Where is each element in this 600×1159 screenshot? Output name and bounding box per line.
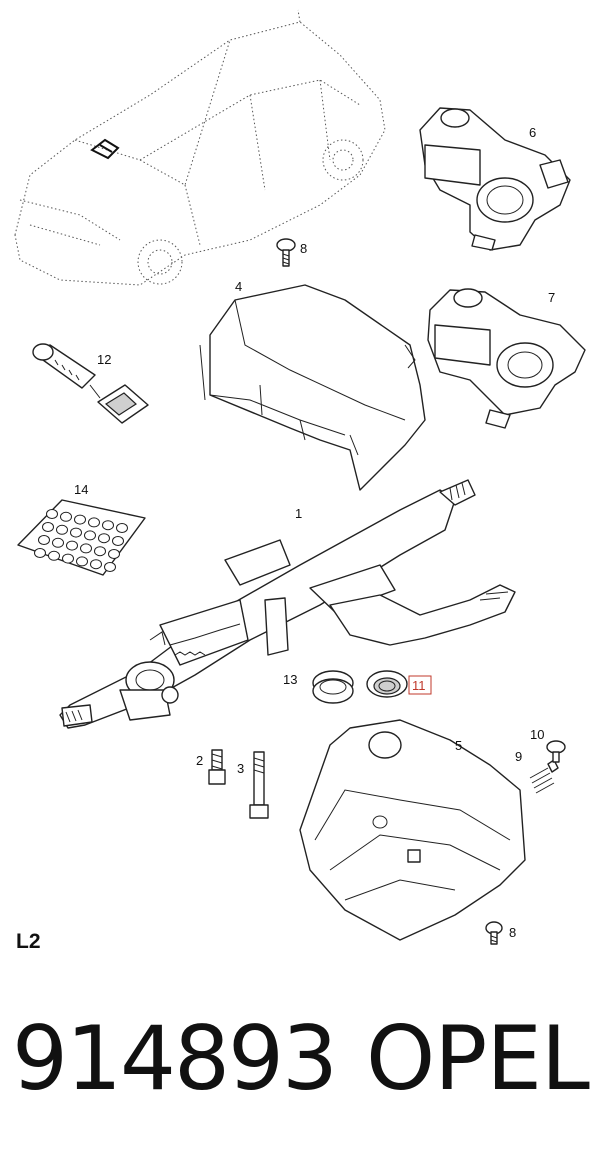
- part-number: 914893: [12, 1007, 338, 1110]
- callout-8-top: 8: [300, 241, 307, 256]
- callout-labels: 1 2 3 4 5 6 7 8 8 9 10 11 12 13 14: [74, 125, 555, 940]
- sticker-dot: [52, 537, 64, 548]
- parts-exploded-diagram: 1 2 3 4 5 6 7 8 8 9 10 11 12 13 14: [14, 9, 586, 945]
- sticker-dot: [38, 535, 50, 545]
- sticker-dot: [60, 511, 72, 522]
- sticker-dot: [84, 530, 96, 541]
- spring-part-9: [529, 759, 559, 794]
- ring-part-13: [312, 670, 354, 704]
- callout-8-bottom: 8: [509, 925, 516, 940]
- sticker-dot: [80, 543, 92, 554]
- lower-shroud-part-5: [299, 719, 526, 941]
- sticker-dot: [34, 548, 46, 558]
- callout-14: 14: [74, 482, 88, 497]
- lock-cylinder-key-part-12: [32, 343, 149, 424]
- sticker-dot: [42, 522, 54, 532]
- sticker-dot: [88, 517, 100, 528]
- callout-11: 11: [412, 678, 426, 693]
- bolt-part-3: [249, 751, 269, 819]
- sticker-dot: [90, 559, 102, 570]
- callout-13: 13: [283, 672, 297, 687]
- sticker-dot: [56, 524, 68, 535]
- callout-9: 9: [515, 749, 522, 764]
- callout-5: 5: [455, 738, 462, 753]
- callout-3: 3: [237, 761, 244, 776]
- screw-part-8-top: [276, 238, 296, 267]
- ignition-housing-part-6: [419, 107, 571, 251]
- callout-2: 2: [196, 753, 203, 768]
- upper-shroud-part-4: [199, 284, 426, 491]
- sticker-dot: [94, 546, 106, 557]
- sticker-dot: [70, 527, 82, 538]
- sticker-sheet-part-14: [17, 499, 146, 576]
- sticker-dot: [66, 540, 78, 551]
- pin-part-10: [546, 740, 566, 763]
- callout-10: 10: [530, 727, 544, 742]
- screw-part-8-bottom: [485, 921, 503, 945]
- sticker-dot: [46, 509, 58, 519]
- callout-4: 4: [235, 279, 242, 294]
- callout-12: 12: [97, 352, 111, 367]
- sticker-dot: [76, 556, 88, 567]
- callout-11-highlight-box: [408, 675, 432, 695]
- sticker-dot: [74, 514, 86, 525]
- brand-name: OPEL: [366, 1007, 590, 1110]
- sticker-dot: [48, 550, 60, 561]
- callout-7: 7: [548, 290, 555, 305]
- ring-part-11: [366, 670, 408, 698]
- sticker-dot: [102, 520, 114, 531]
- steering-column-part-1: [59, 479, 516, 729]
- sticker-dot: [112, 536, 124, 546]
- sticker-dot: [108, 549, 120, 559]
- bolt-part-2: [208, 749, 226, 785]
- callout-6: 6: [529, 125, 536, 140]
- car-outline-illustration: [14, 9, 386, 286]
- ignition-housing-part-7: [427, 288, 586, 429]
- variant-code: L2: [16, 930, 41, 953]
- sticker-dot: [104, 562, 116, 572]
- sticker-dot: [62, 553, 74, 564]
- sticker-dot: [98, 533, 110, 544]
- callout-1: 1: [295, 506, 302, 521]
- sticker-dot: [116, 523, 128, 533]
